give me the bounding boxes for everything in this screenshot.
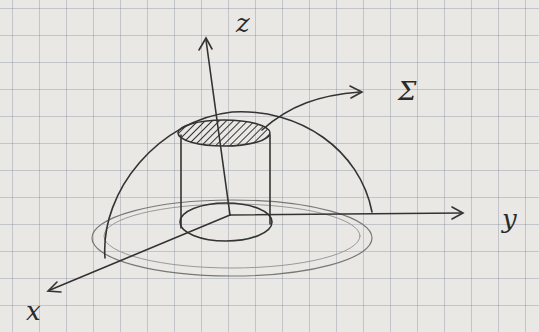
y-axis — [230, 213, 462, 215]
cylinder-wall — [180, 135, 182, 228]
z-axis — [206, 40, 230, 215]
arrow-head — [48, 282, 61, 292]
arrow-head — [350, 86, 362, 98]
axis-label: x — [26, 298, 41, 324]
arrow-head — [452, 207, 463, 219]
cylinder-wall — [269, 135, 271, 224]
x-axis — [50, 215, 230, 290]
base-ellipse — [92, 200, 372, 276]
surface-label: Σ — [398, 78, 416, 104]
hatched-surface — [178, 120, 270, 146]
leader-line — [262, 92, 360, 130]
arrow-head — [199, 38, 212, 50]
hemisphere-outline — [105, 112, 372, 258]
cylinder-base — [180, 203, 272, 241]
axis-label: z — [236, 10, 250, 36]
axis-label: y — [502, 206, 517, 232]
